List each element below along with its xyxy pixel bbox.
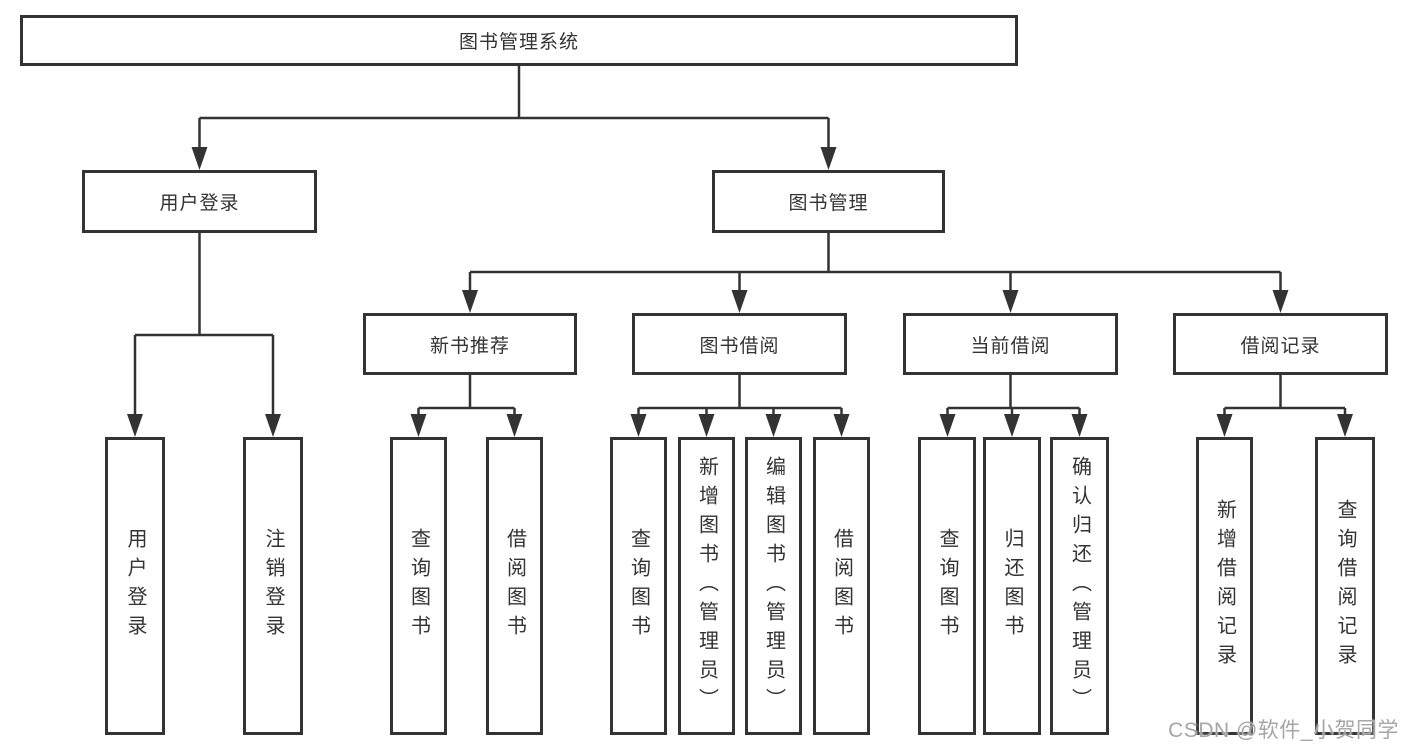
leaf-label: 编辑图书（管理员） bbox=[762, 455, 785, 717]
leaf-add-borrow-record: 新增借阅记录 bbox=[1196, 437, 1253, 735]
node-library-management-system: 图书管理系统 bbox=[20, 15, 1018, 66]
node-user-login: 用户登录 bbox=[82, 170, 317, 233]
leaf-confirm-return-admin: 确认归还（管理员） bbox=[1050, 437, 1109, 735]
connector-path bbox=[133, 66, 1347, 418]
leaf-label: 确认归还（管理员） bbox=[1068, 455, 1091, 717]
node-book-borrowing: 图书借阅 bbox=[632, 313, 847, 375]
node-current-borrowing: 当前借阅 bbox=[903, 313, 1118, 375]
node-new-book-recommend: 新书推荐 bbox=[363, 313, 577, 375]
node-borrow-records: 借阅记录 bbox=[1173, 313, 1388, 375]
leaf-label: 查询图书 bbox=[627, 528, 650, 644]
leaf-edit-book-admin: 编辑图书（管理员） bbox=[745, 437, 802, 735]
leaf-query-borrow-record: 查询借阅记录 bbox=[1315, 437, 1375, 735]
leaf-label: 查询借阅记录 bbox=[1334, 499, 1356, 673]
leaf-borrow-books: 借阅图书 bbox=[813, 437, 870, 735]
arrowheads bbox=[127, 147, 1353, 437]
leaf-return-books: 归还图书 bbox=[983, 437, 1041, 735]
leaf-label: 归还图书 bbox=[1001, 528, 1023, 644]
leaf-query-books-current: 查询图书 bbox=[918, 437, 976, 735]
leaf-label: 查询图书 bbox=[407, 528, 430, 644]
leaf-add-book-admin: 新增图书（管理员） bbox=[678, 437, 735, 735]
leaf-user-login: 用户登录 bbox=[105, 437, 165, 735]
leaf-label: 用户登录 bbox=[124, 528, 146, 644]
leaf-query-books-borrow: 查询图书 bbox=[610, 437, 667, 735]
watermark: CSDN @软件_小贺同学 bbox=[1168, 719, 1399, 742]
leaf-label: 借阅图书 bbox=[830, 528, 853, 644]
leaf-label: 注销登录 bbox=[262, 528, 284, 644]
leaf-label: 借阅图书 bbox=[503, 528, 526, 644]
leaf-borrow-books-recommend: 借阅图书 bbox=[486, 437, 543, 735]
leaf-label: 新增图书（管理员） bbox=[695, 455, 718, 717]
leaf-query-books-recommend: 查询图书 bbox=[390, 437, 447, 735]
leaf-label: 新增借阅记录 bbox=[1213, 499, 1236, 673]
leaf-logout: 注销登录 bbox=[243, 437, 303, 735]
node-book-management: 图书管理 bbox=[712, 170, 945, 233]
leaf-label: 查询图书 bbox=[936, 528, 958, 644]
